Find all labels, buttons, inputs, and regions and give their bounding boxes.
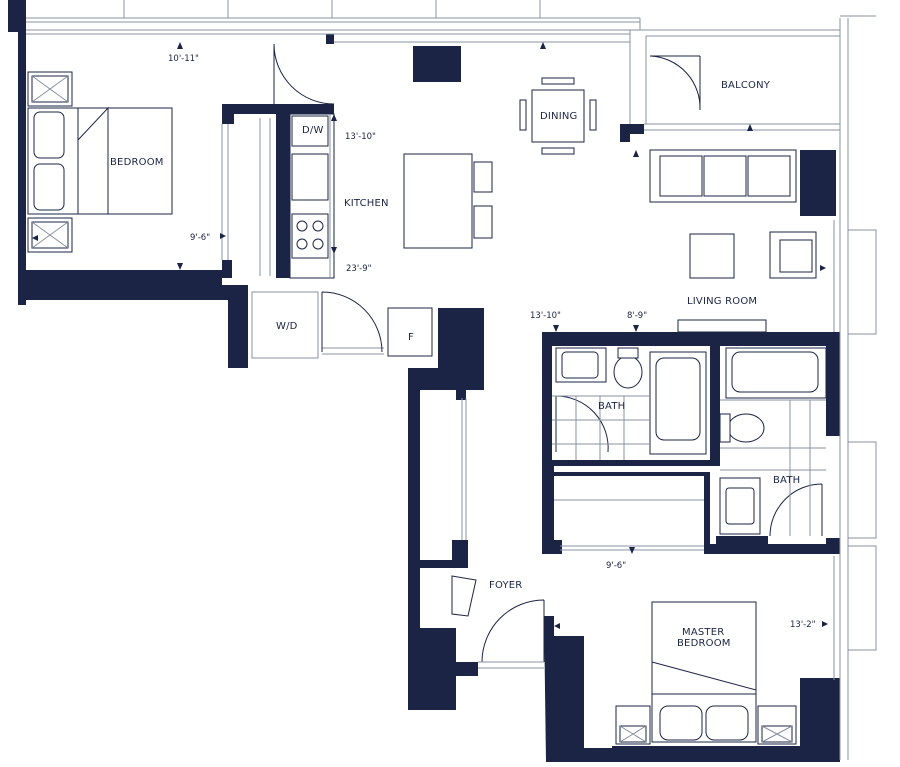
dim-master-depth: 9'-6" <box>606 561 626 571</box>
label-dining: DINING <box>540 111 578 122</box>
walls <box>8 0 840 762</box>
label-master-bedroom-1: MASTER <box>682 627 724 638</box>
label-balcony: BALCONY <box>721 80 771 91</box>
room-labels: BEDROOM KITCHEN DINING BALCONY LIVING RO… <box>110 80 800 649</box>
fixtures <box>27 71 827 745</box>
label-bath-1: BATH <box>598 401 625 412</box>
dim-living-depth: 8'-9" <box>627 311 647 321</box>
door-swings <box>273 43 823 669</box>
label-bedroom: BEDROOM <box>110 157 164 168</box>
label-foyer: FOYER <box>489 580 522 591</box>
label-master-bedroom-2: BEDROOM <box>677 638 731 649</box>
dim-master-width: 13'-2" <box>790 620 816 630</box>
label-fridge: F <box>408 332 414 343</box>
label-washer-dryer: W/D <box>276 321 298 332</box>
dim-kitchen-dw: 13'-10" <box>345 132 376 142</box>
label-dishwasher: D/W <box>302 125 324 136</box>
dim-bedroom-width: 10'-11" <box>168 54 199 64</box>
dimension-markers <box>32 42 828 629</box>
dim-living-width: 13'-10" <box>530 311 561 321</box>
dim-bedroom-depth: 9'-6" <box>190 233 210 243</box>
label-living-room: LIVING ROOM <box>687 296 757 307</box>
label-bath-2: BATH <box>773 475 800 486</box>
label-kitchen: KITCHEN <box>344 198 389 209</box>
dim-kitchen-length: 23'-9" <box>346 264 372 274</box>
dimension-labels: 10'-11" 9'-6" 13'-10" 23'-9" 13'-10" 8'-… <box>168 54 816 630</box>
